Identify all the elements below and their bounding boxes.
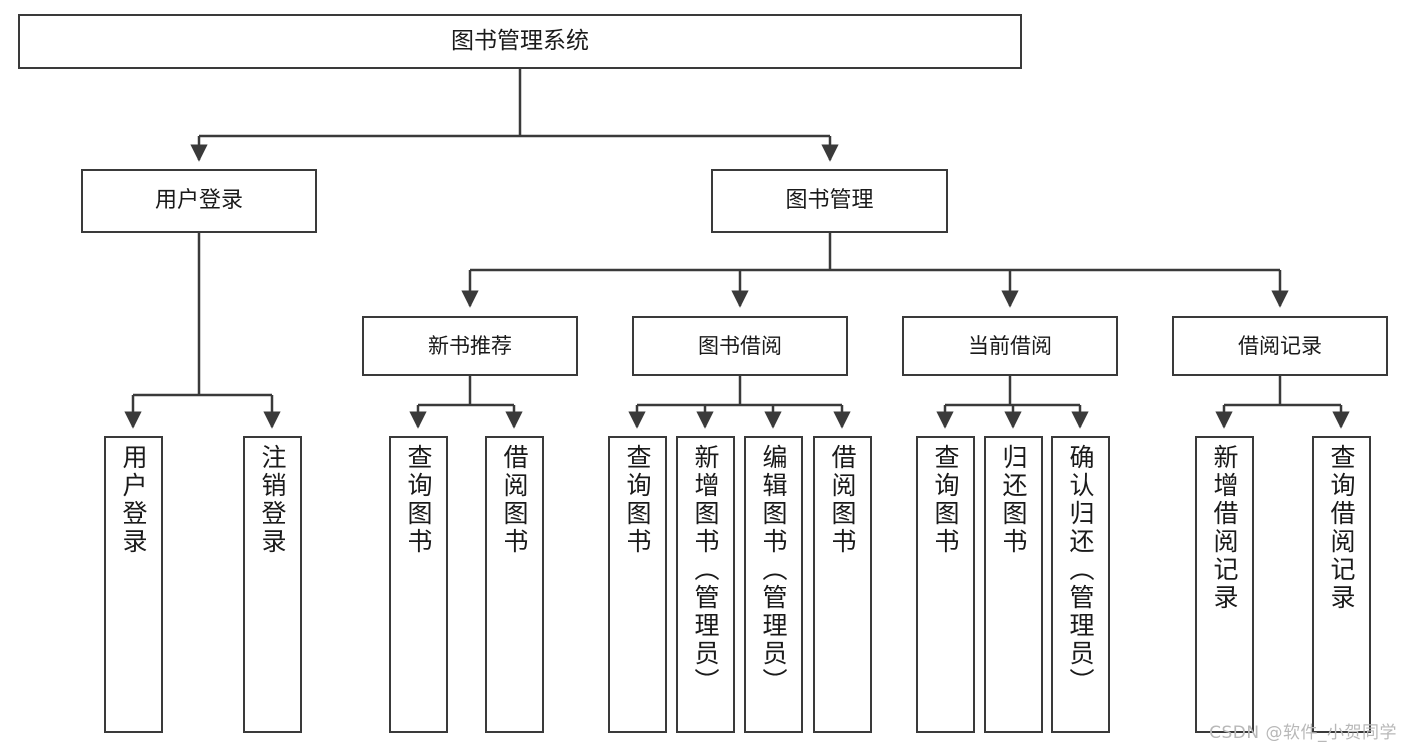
leaf-borrow-add-book[interactable]: 新增图书（管理员） (676, 436, 735, 733)
leaf-records-add-record-label: 新增借阅记录 (1210, 444, 1239, 612)
node-borrow-records-label: 借阅记录 (1238, 333, 1322, 358)
leaf-new-book-query-label: 查询图书 (404, 444, 433, 556)
leaf-user-login-login-label: 用户登录 (119, 444, 148, 556)
leaf-records-query-record-label: 查询借阅记录 (1327, 444, 1356, 612)
node-current-borrow[interactable]: 当前借阅 (902, 316, 1118, 376)
leaf-current-confirm-return[interactable]: 确认归还（管理员） (1051, 436, 1110, 733)
leaf-borrow-borrow-book-label: 借阅图书 (828, 444, 857, 556)
leaf-borrow-edit-book-label: 编辑图书（管理员） (759, 444, 788, 696)
node-book-management[interactable]: 图书管理 (711, 169, 948, 233)
node-root-label: 图书管理系统 (451, 28, 589, 55)
leaf-records-add-record[interactable]: 新增借阅记录 (1195, 436, 1254, 733)
leaf-current-query-book-label: 查询图书 (931, 444, 960, 556)
leaf-borrow-query-book-label: 查询图书 (623, 444, 652, 556)
leaf-new-book-query[interactable]: 查询图书 (389, 436, 448, 733)
node-user-login-label: 用户登录 (154, 188, 243, 214)
leaf-new-book-borrow-label: 借阅图书 (500, 444, 529, 556)
leaf-current-query-book[interactable]: 查询图书 (916, 436, 975, 733)
leaf-new-book-borrow[interactable]: 借阅图书 (485, 436, 544, 733)
leaf-current-return-book-label: 归还图书 (999, 444, 1028, 556)
leaf-current-return-book[interactable]: 归还图书 (984, 436, 1043, 733)
node-root[interactable]: 图书管理系统 (18, 14, 1022, 69)
node-book-borrow[interactable]: 图书借阅 (632, 316, 848, 376)
node-book-borrow-label: 图书借阅 (698, 333, 782, 358)
leaf-records-query-record[interactable]: 查询借阅记录 (1312, 436, 1371, 733)
leaf-current-confirm-return-label: 确认归还（管理员） (1066, 444, 1095, 696)
csdn-watermark: CSDN @软件_小贺同学 (1209, 723, 1397, 743)
node-user-login[interactable]: 用户登录 (81, 169, 317, 233)
node-new-book-recommend-label: 新书推荐 (428, 333, 512, 358)
leaf-user-login-logout[interactable]: 注销登录 (243, 436, 302, 733)
node-current-borrow-label: 当前借阅 (968, 333, 1052, 358)
node-new-book-recommend[interactable]: 新书推荐 (362, 316, 578, 376)
node-book-management-label: 图书管理 (785, 188, 874, 214)
leaf-user-login-login[interactable]: 用户登录 (104, 436, 163, 733)
leaf-user-login-logout-label: 注销登录 (258, 444, 287, 556)
leaf-borrow-borrow-book[interactable]: 借阅图书 (813, 436, 872, 733)
node-borrow-records[interactable]: 借阅记录 (1172, 316, 1388, 376)
leaf-borrow-edit-book[interactable]: 编辑图书（管理员） (744, 436, 803, 733)
leaf-borrow-query-book[interactable]: 查询图书 (608, 436, 667, 733)
leaf-borrow-add-book-label: 新增图书（管理员） (691, 444, 720, 696)
